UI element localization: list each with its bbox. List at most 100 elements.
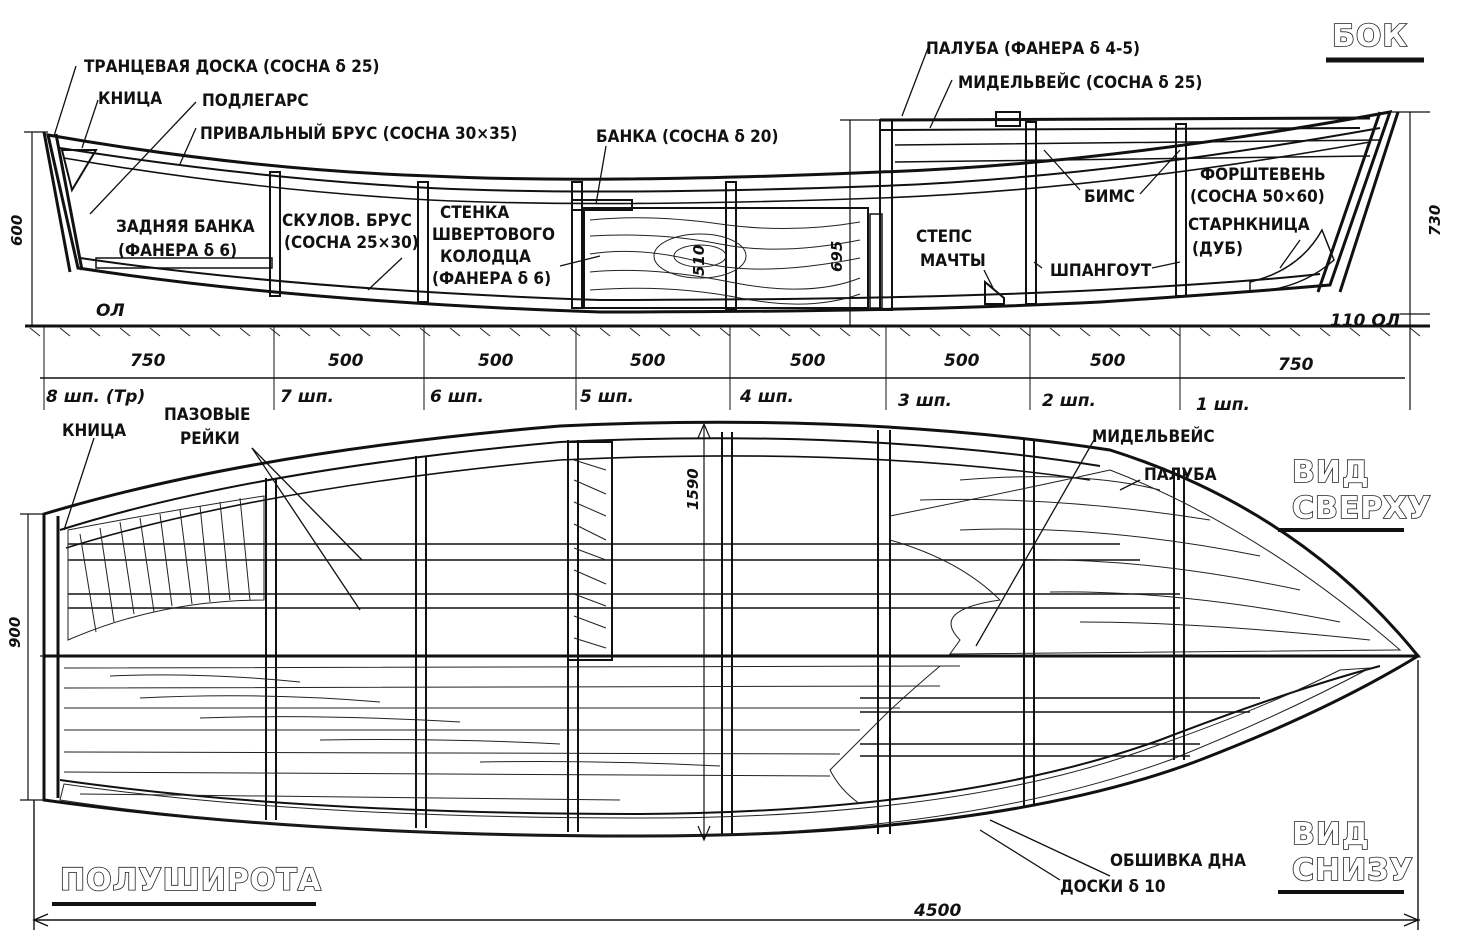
label-midship-beam: МИДЕЛЬВЕЙС (СОСНА δ 25) bbox=[958, 71, 1202, 93]
spacing-1: 750 bbox=[130, 351, 166, 371]
stem-post bbox=[1316, 111, 1400, 293]
label-frame: ШПАНГОУТ bbox=[1050, 261, 1152, 281]
label-chine-1: СКУЛОВ. БРУС bbox=[282, 211, 412, 231]
rear-thwart-side bbox=[95, 257, 273, 269]
label-deck: ПАЛУБА (ФАНЕРА δ 4-5) bbox=[926, 39, 1140, 59]
bottom-battens bbox=[860, 697, 1260, 757]
frame-label-8: 8 шп. (Тр) bbox=[46, 387, 145, 407]
top-gunwale-inner-2 bbox=[65, 455, 1091, 549]
label-stem-knee-2: (ДУБ) bbox=[1192, 239, 1243, 259]
view-title-half-breadth: ПОЛУШИРОТА bbox=[60, 863, 322, 898]
spacing-6: 500 bbox=[944, 351, 980, 371]
top-slats bbox=[68, 543, 1180, 609]
frame-2 bbox=[1025, 121, 1037, 305]
label-bow-base: 110 ОЛ bbox=[1330, 311, 1400, 331]
view-title-top-1: ВИД bbox=[1292, 455, 1370, 490]
spacing-4: 500 bbox=[630, 351, 666, 371]
label-mast-step-1: СТЕПС bbox=[916, 227, 972, 247]
dim-h-bow: 730 bbox=[1426, 205, 1444, 236]
plan-beam-dim bbox=[697, 422, 711, 842]
transom-plank bbox=[42, 131, 84, 273]
spacing-8: 750 bbox=[1278, 355, 1314, 375]
transom-knee bbox=[60, 149, 98, 193]
plan-transom-dim bbox=[20, 513, 44, 801]
thwart-side bbox=[571, 199, 633, 211]
label-planking-2: ДОСКИ δ 10 bbox=[1060, 877, 1166, 897]
spacing-7: 500 bbox=[1090, 351, 1126, 371]
deck-side bbox=[879, 116, 1371, 122]
label-rear-thwart-1: ЗАДНЯЯ БАНКА bbox=[116, 217, 255, 237]
view-title-top-2: СВЕРХУ bbox=[1292, 491, 1432, 526]
label-baseline: ОЛ bbox=[96, 301, 125, 321]
label-plan-knee: КНИЦА bbox=[62, 421, 126, 441]
frame-label-6: 6 шп. bbox=[430, 387, 484, 407]
label-mast-step-2: МАЧТЫ bbox=[920, 251, 986, 271]
label-transom: ТРАНЦЕВАЯ ДОСКА (СОСНА δ 25) bbox=[84, 57, 380, 77]
label-stem-knee-1: СТАРНКНИЦА bbox=[1188, 215, 1310, 235]
label-plan-deck: ПАЛУБА bbox=[1144, 465, 1217, 485]
frame-label-5: 5 шп. bbox=[580, 387, 634, 407]
label-slats-2: РЕЙКИ bbox=[180, 427, 240, 449]
beams-side bbox=[894, 139, 1381, 163]
label-podlegars: ПОДЛЕГАРС bbox=[202, 91, 309, 111]
label-slats-1: ПАЗОВЫЕ bbox=[164, 405, 250, 425]
podlegars-strip bbox=[63, 141, 1371, 205]
label-well-1: СТЕНКА bbox=[440, 203, 509, 223]
plan-length-dim bbox=[32, 660, 1420, 930]
label-well-3: КОЛОДЦА bbox=[440, 247, 531, 267]
spacing-2: 500 bbox=[328, 351, 364, 371]
top-gunwale-inner bbox=[59, 437, 1101, 531]
bulkhead-grain bbox=[869, 213, 883, 309]
side-view: ТРАНЦЕВАЯ ДОСКА (СОСНА δ 25) КНИЦА ПОДЛЕ… bbox=[8, 18, 1444, 415]
label-stem-2: (СОСНА 50×60) bbox=[1190, 187, 1325, 207]
chine-strip bbox=[79, 257, 1321, 302]
plan-view: КНИЦА ПАЗОВЫЕ РЕЙКИ МИДЕЛЬВЕЙС ПАЛУБА ОБ… bbox=[6, 405, 1432, 930]
dim-transom-width: 900 bbox=[6, 617, 24, 648]
frame-label-3: 3 шп. bbox=[898, 391, 952, 411]
mast-step-side bbox=[984, 279, 1005, 305]
view-title-bottom-1: ВИД bbox=[1292, 817, 1370, 852]
dim-beam: 1590 bbox=[684, 468, 702, 510]
side-height-dims bbox=[24, 111, 1430, 410]
side-frames bbox=[269, 119, 1187, 311]
label-gunwale: ПРИВАЛЬНЫЙ БРУС (СОСНА 30×35) bbox=[200, 122, 517, 144]
plan-leaders bbox=[63, 437, 1141, 881]
dim-h-transom: 600 bbox=[8, 215, 26, 246]
frame-1 bbox=[1175, 123, 1187, 297]
label-knee: КНИЦА bbox=[98, 89, 162, 109]
frame-4 bbox=[725, 181, 737, 311]
label-well-4: (ФАНЕРА δ 6) bbox=[432, 269, 551, 289]
frame-label-7: 7 шп. bbox=[280, 387, 334, 407]
centreboard-well bbox=[583, 207, 869, 309]
midship-beam-block bbox=[995, 111, 1021, 127]
gunwale-strip bbox=[59, 127, 1381, 193]
frame-7 bbox=[269, 171, 281, 297]
label-stem-1: ФОРШТЕВЕНЬ bbox=[1200, 165, 1326, 185]
deck-inner bbox=[879, 127, 1361, 131]
rear-thwart-hatch bbox=[67, 495, 265, 641]
dim-h-well: 510 bbox=[690, 245, 708, 276]
label-chine-2: (СОСНА 25×30) bbox=[284, 233, 419, 253]
spacing-3: 500 bbox=[478, 351, 514, 371]
dim-length: 4500 bbox=[913, 901, 961, 921]
bottom-inner bbox=[59, 665, 1381, 816]
dim-h-mid: 695 bbox=[828, 241, 846, 272]
top-outline bbox=[42, 420, 1422, 658]
frame-label-2: 2 шп. bbox=[1042, 391, 1096, 411]
plan-transom bbox=[42, 514, 60, 800]
label-plan-midship-beam: МИДЕЛЬВЕЙС bbox=[1092, 425, 1215, 447]
side-leaders bbox=[53, 47, 1301, 291]
frame-label-4: 4 шп. bbox=[739, 387, 794, 407]
view-title-side: БОК bbox=[1332, 19, 1408, 54]
frame-6 bbox=[417, 181, 429, 303]
side-hull-outline bbox=[46, 110, 1393, 314]
label-well-2: ШВЕРТОВОГО bbox=[432, 225, 555, 245]
bottom-planking-texture bbox=[59, 665, 1371, 837]
deck-texture bbox=[889, 469, 1402, 655]
frame-label-1: 1 шп. bbox=[1196, 395, 1250, 415]
label-beams: БИМС bbox=[1084, 187, 1135, 207]
side-spacing-dims bbox=[40, 326, 1405, 410]
label-rear-thwart-2: (ФАНЕРА δ 6) bbox=[118, 241, 237, 261]
